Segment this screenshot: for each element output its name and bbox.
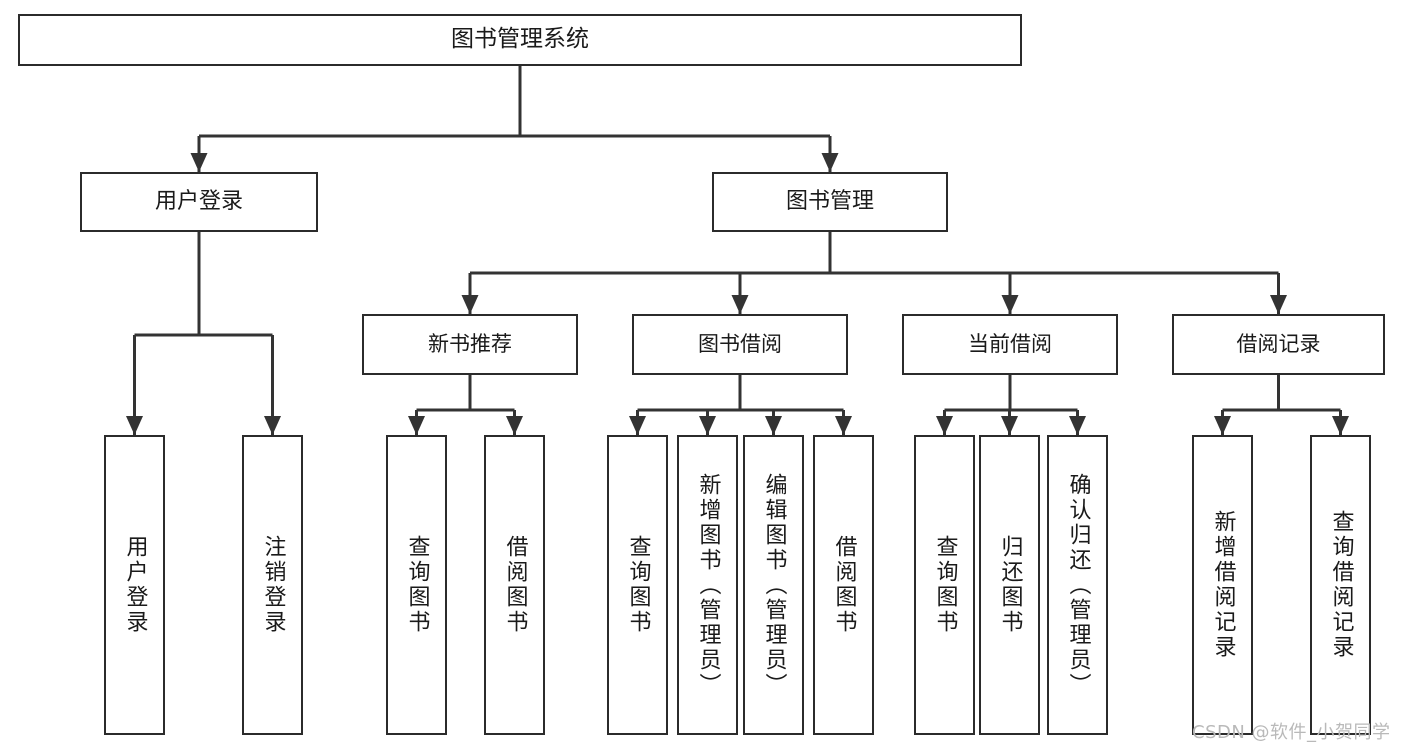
arrow-head [408, 416, 425, 435]
node-current_borrow[interactable]: 当前借阅 [902, 314, 1118, 375]
arrow-head [936, 416, 953, 435]
node-label: 新增借阅记录 [1210, 510, 1236, 660]
arrow-head [126, 416, 143, 435]
arrow-head [731, 295, 749, 314]
node-user_login[interactable]: 用户登录 [80, 172, 318, 232]
node-label: 用户登录 [122, 535, 148, 635]
node-label: 借阅图书 [502, 535, 528, 635]
node-leaf_query_record[interactable]: 查询借阅记录 [1310, 435, 1371, 735]
node-leaf_return_book[interactable]: 归还图书 [979, 435, 1040, 735]
node-label: 图书管理系统 [451, 26, 589, 53]
node-book_manage[interactable]: 图书管理 [712, 172, 948, 232]
node-label: 查询借阅记录 [1328, 510, 1354, 660]
node-leaf_borrow_book_2[interactable]: 借阅图书 [813, 435, 874, 735]
arrow-head [506, 416, 523, 435]
arrow-head [629, 416, 646, 435]
arrow-head [264, 416, 281, 435]
node-leaf_confirm_return[interactable]: 确认归还（管理员） [1047, 435, 1108, 735]
arrow-head [190, 153, 208, 172]
node-leaf_query_book_3[interactable]: 查询图书 [914, 435, 975, 735]
node-label: 新增图书（管理员） [695, 472, 721, 698]
node-label: 编辑图书（管理员） [761, 472, 787, 698]
node-label: 当前借阅 [968, 332, 1052, 357]
arrow-head [1069, 416, 1086, 435]
node-label: 借阅记录 [1236, 332, 1321, 357]
arrow-head [1270, 295, 1287, 314]
node-label: 借阅图书 [831, 535, 857, 635]
node-leaf_edit_book[interactable]: 编辑图书（管理员） [743, 435, 804, 735]
node-label: 图书管理 [785, 189, 874, 215]
node-leaf_add_record[interactable]: 新增借阅记录 [1192, 435, 1253, 735]
node-leaf_query_book_1[interactable]: 查询图书 [386, 435, 447, 735]
node-label: 用户登录 [154, 189, 243, 215]
node-label: 新书推荐 [428, 332, 512, 357]
node-label: 归还图书 [997, 535, 1023, 635]
node-label: 查询图书 [404, 535, 430, 635]
node-book_borrow[interactable]: 图书借阅 [632, 314, 848, 375]
arrow-head [1214, 416, 1231, 435]
arrow-head [1332, 416, 1349, 435]
node-label: 查询图书 [625, 535, 651, 635]
node-leaf_add_book[interactable]: 新增图书（管理员） [677, 435, 738, 735]
node-borrow_record[interactable]: 借阅记录 [1172, 314, 1385, 375]
node-leaf_borrow_book_1[interactable]: 借阅图书 [484, 435, 545, 735]
arrow-head [835, 416, 852, 435]
node-label: 确认归还（管理员） [1065, 472, 1091, 698]
node-leaf_user_login[interactable]: 用户登录 [104, 435, 165, 735]
node-new_book_rec[interactable]: 新书推荐 [362, 314, 578, 375]
arrow-head [821, 153, 839, 172]
node-leaf_logout[interactable]: 注销登录 [242, 435, 303, 735]
arrow-head [1001, 295, 1019, 314]
node-root[interactable]: 图书管理系统 [18, 14, 1022, 66]
node-leaf_query_book_2[interactable]: 查询图书 [607, 435, 668, 735]
arrow-head [765, 416, 782, 435]
node-label: 图书借阅 [698, 332, 782, 357]
node-label: 注销登录 [260, 535, 286, 635]
arrow-head [699, 416, 716, 435]
arrow-head [461, 295, 479, 314]
arrow-head [1001, 416, 1018, 435]
node-label: 查询图书 [932, 535, 958, 635]
